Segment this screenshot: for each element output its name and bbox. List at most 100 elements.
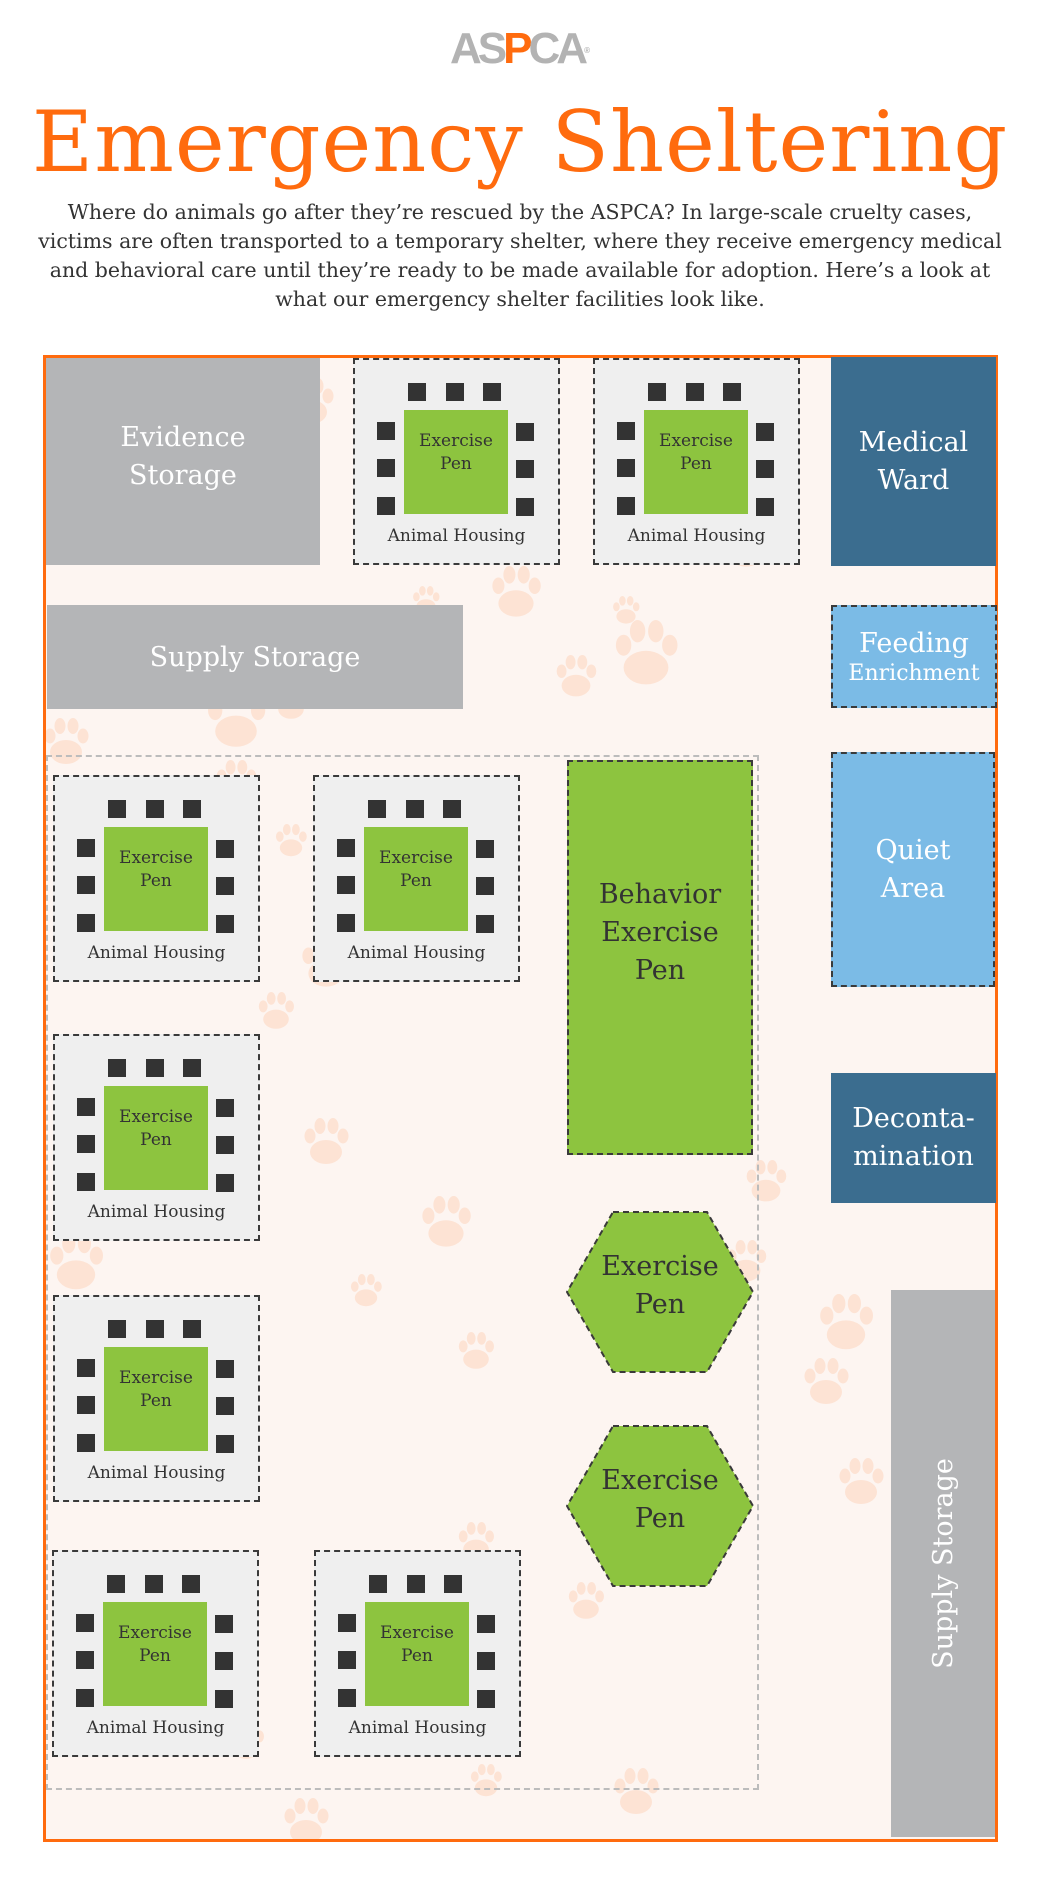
kennel-icon bbox=[617, 497, 635, 515]
kennel-icon bbox=[476, 877, 494, 895]
paw-print-icon bbox=[568, 1582, 604, 1619]
animal-housing-label: Animal Housing bbox=[87, 943, 226, 963]
exercise-pen-label-line1: Exercise bbox=[659, 431, 733, 451]
exercise-pen-label-line1: Exercise bbox=[119, 1368, 193, 1388]
exercise-pen-label-line2: Pen bbox=[400, 871, 432, 891]
kennel-icon bbox=[756, 423, 774, 441]
animal-housing-unit: Exercise Pen Animal Housing bbox=[353, 358, 560, 565]
paw-print-icon bbox=[284, 1798, 329, 1839]
feeding-label: Feeding bbox=[859, 627, 969, 659]
animal-housing-unit: Exercise Pen Animal Housing bbox=[53, 775, 260, 982]
kennel-icon bbox=[145, 1575, 163, 1593]
exercise-pen: Exercise Pen bbox=[103, 1602, 207, 1706]
animal-housing-unit: Exercise Pen Animal Housing bbox=[593, 358, 800, 565]
paw-print-icon bbox=[350, 1274, 382, 1307]
kennel-icon bbox=[338, 1651, 356, 1669]
exercise-pen-label-line2: Pen bbox=[401, 1646, 433, 1666]
kennel-icon bbox=[108, 800, 126, 818]
decontamination-room: Deconta-mination bbox=[831, 1073, 996, 1203]
animal-housing-label: Animal Housing bbox=[86, 1718, 225, 1738]
kennel-icon bbox=[476, 840, 494, 858]
paw-print-icon bbox=[258, 992, 294, 1029]
exercise-pen-label-line2: Pen bbox=[440, 454, 472, 474]
exercise-pen-label-line2: Pen bbox=[139, 1646, 171, 1666]
kennel-icon bbox=[406, 800, 424, 818]
kennel-icon bbox=[215, 1615, 233, 1633]
kennel-icon bbox=[183, 1320, 201, 1338]
hex-pen-label-line1: Exercise bbox=[601, 1251, 719, 1282]
kennel-icon bbox=[77, 1359, 95, 1377]
housing-region-outline bbox=[46, 755, 759, 1790]
hex-pen-label-line1: Exercise bbox=[601, 1465, 719, 1496]
kennel-icon bbox=[516, 423, 534, 441]
exercise-pen-label-line1: Exercise bbox=[119, 1107, 193, 1127]
kennel-icon bbox=[337, 914, 355, 932]
kennel-icon bbox=[107, 1575, 125, 1593]
kennel-icon bbox=[146, 1059, 164, 1077]
paw-print-icon bbox=[839, 1458, 884, 1504]
paw-print-icon bbox=[422, 1196, 471, 1247]
animal-housing-label: Animal Housing bbox=[348, 1718, 487, 1738]
decontamination-label-line1: Deconta- bbox=[852, 1103, 975, 1134]
exercise-pen: Exercise Pen bbox=[364, 827, 468, 931]
kennel-icon bbox=[146, 1320, 164, 1338]
kennel-icon bbox=[338, 1689, 356, 1707]
kennel-icon bbox=[215, 1690, 233, 1708]
kennel-icon bbox=[77, 839, 95, 857]
kennel-icon bbox=[408, 383, 426, 401]
paw-print-icon bbox=[804, 1358, 849, 1404]
paw-print-icon bbox=[275, 824, 307, 857]
exercise-pen-label-line1: Exercise bbox=[118, 1623, 192, 1643]
medical-ward-label-line2: Ward bbox=[877, 464, 950, 496]
animal-housing-label: Animal Housing bbox=[627, 526, 766, 546]
kennel-icon bbox=[443, 800, 461, 818]
kennel-icon bbox=[444, 1575, 462, 1593]
kennel-icon bbox=[617, 459, 635, 477]
kennel-icon bbox=[76, 1614, 94, 1632]
exercise-pen: Exercise Pen bbox=[365, 1602, 469, 1706]
kennel-icon bbox=[77, 1173, 95, 1191]
supply-storage-room-side: Supply Storage bbox=[891, 1290, 995, 1837]
medical-ward-label-line1: Medical bbox=[858, 426, 969, 458]
exercise-pen-label-line2: Pen bbox=[140, 1391, 172, 1411]
quiet-area-label-line2: Area bbox=[880, 872, 946, 904]
kennel-icon bbox=[369, 1575, 387, 1593]
registered-mark: ® bbox=[584, 46, 590, 55]
animal-housing-unit: Exercise Pen Animal Housing bbox=[53, 1295, 260, 1502]
kennel-icon bbox=[756, 498, 774, 516]
exercise-pen-label-line1: Exercise bbox=[379, 848, 453, 868]
kennel-icon bbox=[77, 1434, 95, 1452]
evidence-storage-label-line1: Evidence bbox=[120, 421, 246, 453]
exercise-pen: Exercise Pen bbox=[104, 1086, 208, 1190]
kennel-icon bbox=[516, 460, 534, 478]
hexagon-shape bbox=[566, 1425, 754, 1587]
exercise-pen-label-line2: Pen bbox=[680, 454, 712, 474]
animal-housing-unit: Exercise Pen Animal Housing bbox=[313, 775, 520, 982]
kennel-icon bbox=[338, 1614, 356, 1632]
supply-storage-side-label: Supply Storage bbox=[927, 1458, 959, 1669]
kennel-icon bbox=[476, 915, 494, 933]
kennel-icon bbox=[216, 1397, 234, 1415]
kennel-icon bbox=[368, 800, 386, 818]
kennel-icon bbox=[216, 1360, 234, 1378]
decontamination-label-line2: mination bbox=[853, 1141, 974, 1172]
kennel-icon bbox=[77, 1098, 95, 1116]
logo-text-suffix: CA bbox=[528, 24, 589, 73]
kennel-icon bbox=[477, 1690, 495, 1708]
kennel-icon bbox=[756, 460, 774, 478]
kennel-icon bbox=[77, 1396, 95, 1414]
kennel-icon bbox=[686, 383, 704, 401]
enrichment-label: Enrichment bbox=[848, 660, 980, 686]
supply-storage-room-top: Supply Storage bbox=[47, 605, 463, 709]
paw-print-icon bbox=[458, 1332, 494, 1369]
exercise-pen: Exercise Pen bbox=[104, 827, 208, 931]
kennel-icon bbox=[108, 1320, 126, 1338]
page-title: Emergency Sheltering bbox=[31, 93, 1009, 191]
animal-housing-label: Animal Housing bbox=[87, 1202, 226, 1222]
kennel-icon bbox=[216, 1174, 234, 1192]
paw-print-icon bbox=[613, 596, 640, 624]
